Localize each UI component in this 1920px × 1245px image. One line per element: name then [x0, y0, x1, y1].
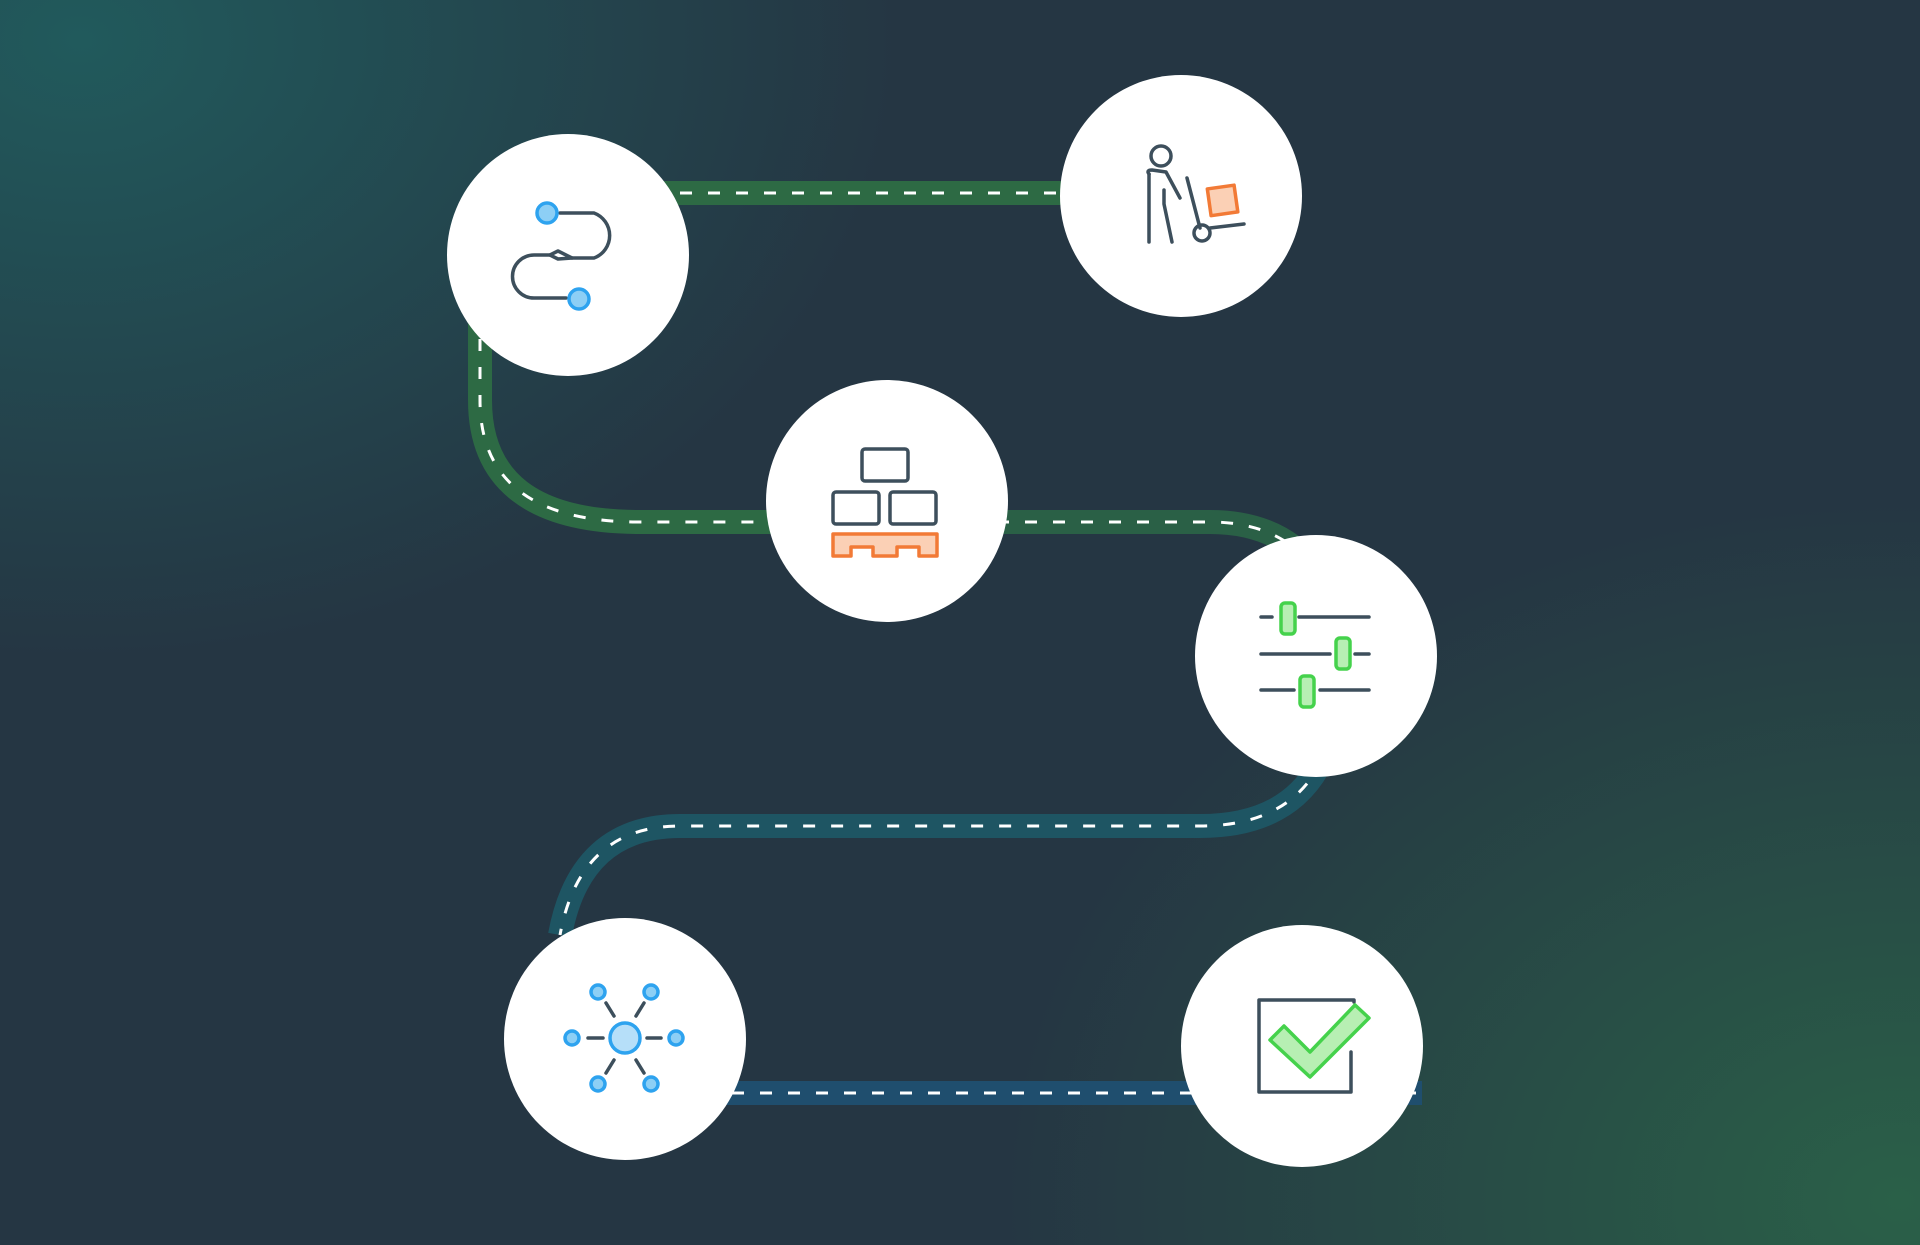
stage-node-adjust	[1195, 535, 1437, 777]
stage-node-palletize	[766, 380, 1008, 622]
stage-node-distribute	[504, 918, 746, 1160]
route-path-icon	[510, 201, 612, 311]
stage-node-delivery	[1060, 75, 1302, 317]
stage-node-complete	[1181, 925, 1423, 1167]
stage-node-route	[447, 134, 689, 376]
sliders-settings-icon	[1259, 601, 1371, 709]
hand-truck-delivery-icon	[1146, 144, 1246, 244]
checkbox-checkmark-icon	[1257, 998, 1371, 1094]
pallet-boxes-icon	[831, 447, 939, 558]
hub-network-icon	[563, 983, 685, 1093]
road-segment-4	[548, 754, 1333, 938]
road-segment-2	[468, 255, 885, 534]
